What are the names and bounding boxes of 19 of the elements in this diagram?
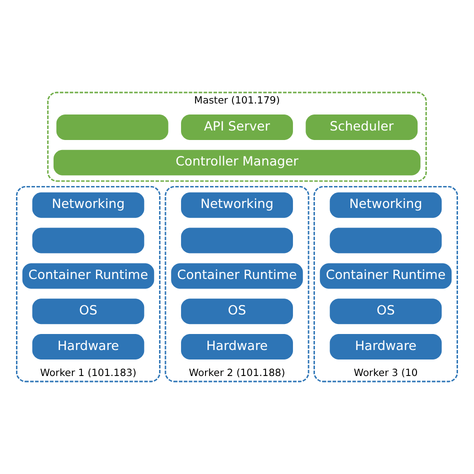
- node-box: Container Runtime: [22, 263, 154, 289]
- node-box: Hardware: [32, 334, 144, 360]
- node-box: API Server: [181, 114, 293, 140]
- node-box: [32, 228, 144, 254]
- node-box: Networking: [32, 192, 144, 218]
- node-box: [56, 114, 168, 140]
- node-box: OS: [330, 298, 442, 324]
- node-box: Hardware: [330, 334, 442, 360]
- node-box: Networking: [181, 192, 293, 218]
- node-box: Container Runtime: [171, 263, 303, 289]
- node-box: Controller Manager: [54, 150, 420, 176]
- node-box: [330, 228, 442, 254]
- node-box: Hardware: [181, 334, 293, 360]
- node-box: Networking: [330, 192, 442, 218]
- node-box: Container Runtime: [320, 263, 452, 289]
- node-box: OS: [181, 298, 293, 324]
- node-box: [181, 228, 293, 254]
- node-box: Scheduler: [306, 114, 418, 140]
- node-box: OS: [32, 298, 144, 324]
